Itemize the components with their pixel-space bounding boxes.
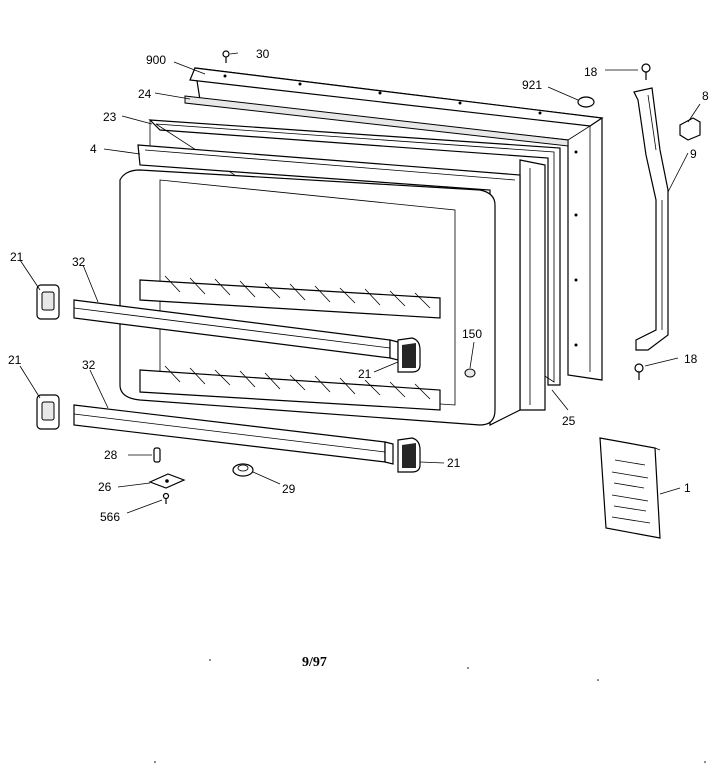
callout-566: 566 bbox=[100, 510, 120, 524]
callout-32-upper: 32 bbox=[72, 255, 86, 269]
door-liner-frame-4 bbox=[137, 144, 521, 426]
plug-921 bbox=[577, 96, 595, 108]
door-rail-32-upper bbox=[73, 299, 399, 361]
callout-24: 24 bbox=[138, 87, 152, 101]
screw-30 bbox=[222, 50, 230, 63]
revision-date: 9/97 bbox=[302, 655, 327, 670]
end-cap-21-upper-right bbox=[397, 337, 421, 373]
screw-566 bbox=[162, 492, 170, 504]
screw-18-bottom bbox=[634, 363, 644, 380]
callout-21-lower-right: 21 bbox=[447, 456, 461, 470]
scan-speckles bbox=[154, 659, 706, 763]
leader-lines bbox=[19, 52, 701, 514]
callout-30: 30 bbox=[256, 47, 270, 61]
callout-29: 29 bbox=[282, 482, 296, 496]
hinge-cover-8 bbox=[679, 117, 701, 141]
bracket-26 bbox=[148, 473, 186, 489]
callout-25: 25 bbox=[562, 414, 576, 428]
callout-1: 1 bbox=[684, 481, 691, 495]
door-liner bbox=[119, 169, 496, 426]
bumper-29 bbox=[232, 463, 254, 477]
literature-text-lines bbox=[611, 459, 651, 524]
screw-18-top bbox=[641, 63, 651, 80]
callout-8: 8 bbox=[702, 89, 709, 103]
callout-21-lower-left: 21 bbox=[8, 353, 22, 367]
callout-4: 4 bbox=[90, 142, 97, 156]
callout-21-upper-left: 21 bbox=[10, 250, 24, 264]
end-cap-21-upper-left bbox=[36, 284, 60, 320]
end-cap-21-lower-right bbox=[397, 437, 421, 473]
callout-21-upper-right: 21 bbox=[358, 367, 372, 381]
lower-shelf-ribs bbox=[164, 365, 431, 400]
callout-921: 921 bbox=[522, 78, 542, 92]
callout-9: 9 bbox=[690, 147, 697, 161]
end-cap-21-lower-left bbox=[36, 394, 60, 430]
callout-900: 900 bbox=[146, 53, 166, 67]
pin-28 bbox=[153, 447, 161, 463]
clip-150 bbox=[464, 368, 476, 378]
callout-150: 150 bbox=[462, 327, 482, 341]
callout-32-lower: 32 bbox=[82, 358, 96, 372]
literature-1 bbox=[599, 437, 661, 539]
upper-shelf-ribs bbox=[164, 275, 431, 309]
callout-26: 26 bbox=[98, 480, 112, 494]
callout-18-top: 18 bbox=[584, 65, 598, 79]
liner-edge-25 bbox=[519, 159, 546, 411]
callout-28: 28 bbox=[104, 448, 118, 462]
trim-strip-24 bbox=[184, 95, 569, 147]
door-rail-32-lower bbox=[73, 404, 394, 465]
callout-18-bottom: 18 bbox=[684, 352, 698, 366]
hinge-9 bbox=[633, 87, 669, 351]
callout-23: 23 bbox=[103, 110, 117, 124]
